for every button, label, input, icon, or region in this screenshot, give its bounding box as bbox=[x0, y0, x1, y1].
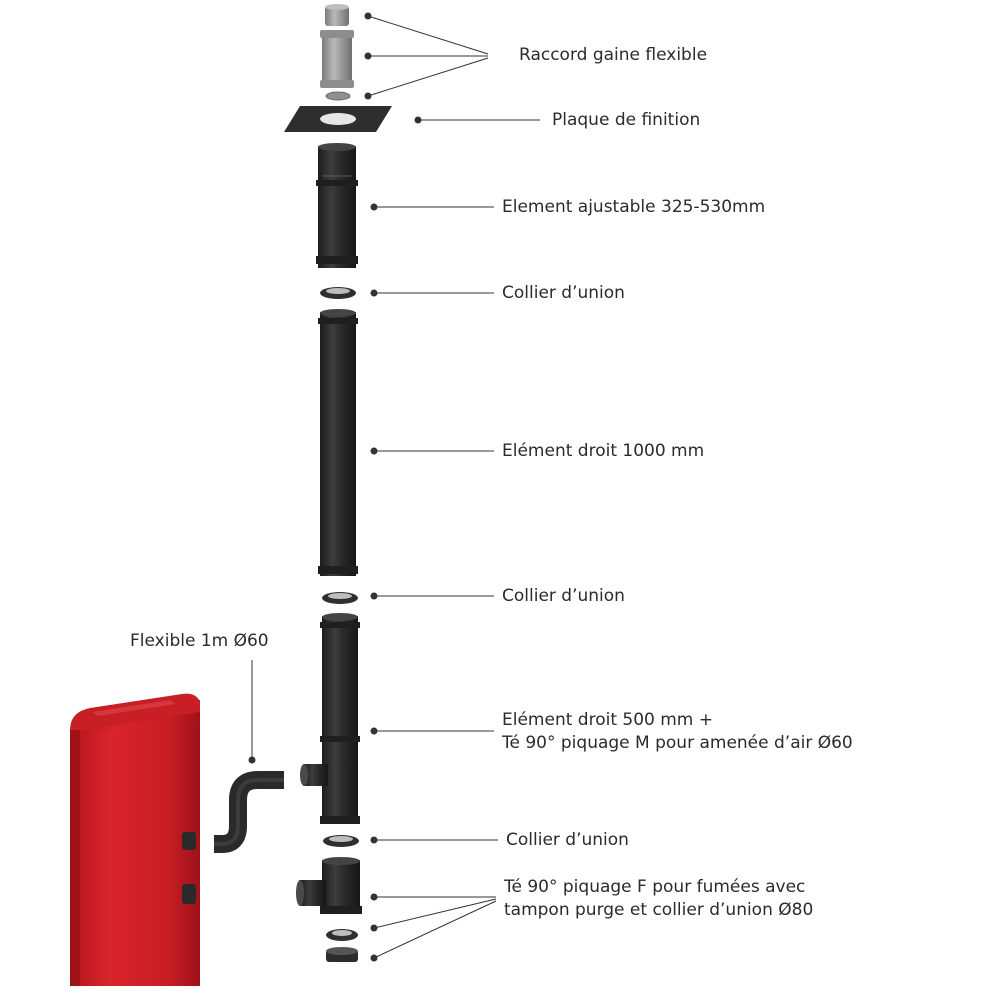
element-droit-500-part bbox=[300, 613, 360, 824]
label-te-piquage-f-line1: Té 90° piquage F pour fumées avec bbox=[504, 877, 806, 897]
element-ajustable-part bbox=[316, 143, 358, 268]
collier-union-1-part bbox=[320, 287, 356, 299]
label-plaque-de-finition: Plaque de finition bbox=[552, 110, 701, 130]
tampon-purge-part bbox=[326, 947, 358, 962]
plaque-de-finition-part bbox=[284, 106, 392, 132]
collier-union-2-part bbox=[322, 592, 358, 604]
label-collier-union-1: Collier d’union bbox=[502, 283, 625, 303]
label-element-droit-500: Elément droit 500 mm + Té 90° piquage M … bbox=[502, 709, 853, 755]
te-collier-part bbox=[326, 929, 358, 941]
label-element-ajustable: Element ajustable 325-530mm bbox=[502, 197, 766, 217]
label-te-piquage-f: Té 90° piquage F pour fumées avec tampon… bbox=[504, 876, 813, 922]
label-flexible: Flexible 1m Ø60 bbox=[130, 631, 269, 651]
label-element-droit-500-line2: Té 90° piquage M pour amenée d’air Ø60 bbox=[502, 733, 853, 753]
label-element-droit-1000: Elément droit 1000 mm bbox=[502, 441, 705, 461]
label-collier-union-3: Collier d’union bbox=[506, 830, 629, 850]
element-droit-1000-part bbox=[318, 309, 358, 576]
flexible-hose bbox=[214, 771, 284, 853]
te-piquage-f-part bbox=[296, 857, 362, 914]
label-collier-union-2: Collier d’union bbox=[502, 586, 625, 606]
raccord-gaine-flexible-part bbox=[320, 4, 354, 101]
label-element-droit-500-line1: Elément droit 500 mm + bbox=[502, 710, 714, 730]
leader-lines bbox=[248, 12, 540, 962]
collier-union-3-part bbox=[323, 835, 359, 847]
label-raccord-gaine-flexible: Raccord gaine flexible bbox=[519, 45, 708, 65]
label-te-piquage-f-line2: tampon purge et collier d’union Ø80 bbox=[504, 900, 814, 920]
pellet-stove bbox=[70, 693, 200, 986]
